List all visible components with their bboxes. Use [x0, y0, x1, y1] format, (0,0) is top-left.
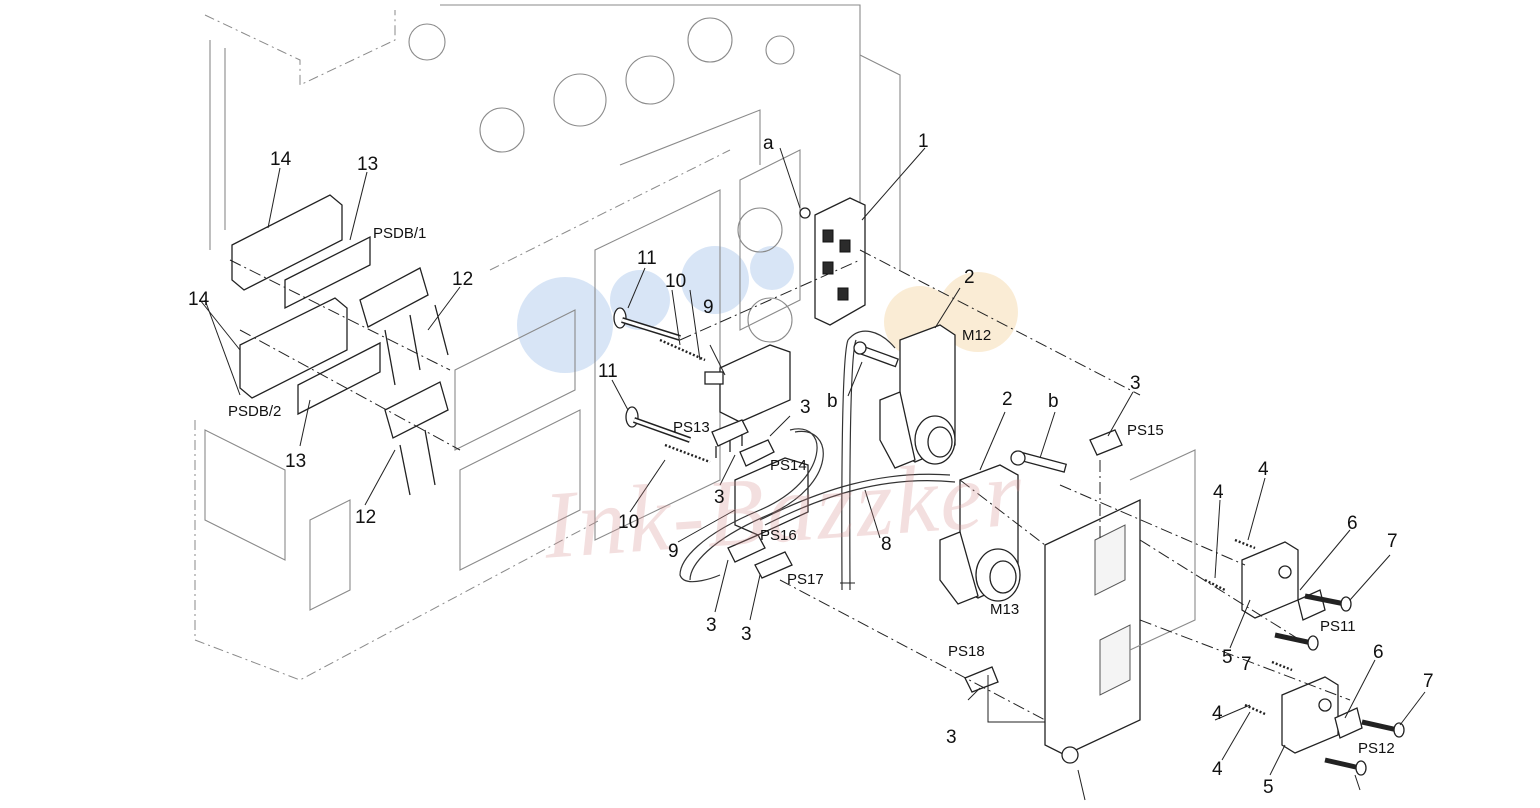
callout-psdb2: PSDB/2	[228, 403, 282, 420]
spring-4-b	[1204, 578, 1226, 592]
callout-13-bottom: 13	[285, 451, 307, 472]
sensor-ps14	[739, 439, 775, 467]
sensor-ps16	[727, 534, 766, 563]
callout-2-mid: 2	[1002, 389, 1013, 410]
callout-ps15: PS15	[1127, 422, 1164, 439]
main-frame	[194, 4, 901, 681]
callout-7-top: 7	[1387, 531, 1398, 552]
screw-b-right	[1010, 450, 1068, 473]
callout-13-top: 13	[357, 154, 379, 175]
bracket-1	[799, 197, 866, 326]
leader-lines	[199, 147, 1426, 801]
callout-3-ps15: 3	[1130, 373, 1141, 394]
callout-10-bottom: 10	[618, 512, 640, 533]
callout-4-a: 4	[1258, 459, 1269, 480]
screw-7-bottom	[1324, 757, 1367, 776]
screw-7-top	[1304, 593, 1352, 612]
callout-a: a	[763, 133, 774, 154]
callout-b-right: b	[1048, 391, 1059, 412]
callout-5-bottom: 5	[1263, 777, 1274, 798]
callout-m12: M12	[962, 327, 992, 344]
shaft-11-top	[613, 307, 681, 341]
callout-3-ps17: 3	[741, 624, 752, 645]
screw-7-mid	[1274, 632, 1319, 651]
callout-ps17: PS17	[787, 571, 824, 588]
callout-6-top: 6	[1347, 513, 1358, 534]
sensor-ps15	[1089, 429, 1123, 456]
callout-8: 8	[881, 534, 892, 555]
callout-9-bottom: 9	[668, 541, 679, 562]
callout-ps18: PS18	[948, 643, 985, 660]
callout-psdb1: PSDB/1	[373, 225, 427, 242]
callout-7-bottom: 7	[1423, 671, 1434, 692]
callout-ps11: PS11	[1320, 618, 1356, 635]
callout-6-bottom: 6	[1373, 642, 1384, 663]
spring-10-bottom	[664, 443, 711, 464]
callout-4-d: 4	[1212, 759, 1223, 780]
callout-m13: M13	[990, 601, 1020, 618]
psdb-2-board	[239, 297, 381, 416]
callout-11-bottom: 11	[598, 361, 618, 382]
screw-b-left	[853, 341, 899, 368]
callout-b-left: b	[827, 391, 838, 412]
callout-ps13: PS13	[673, 419, 710, 436]
callout-11-top: 11	[637, 248, 657, 269]
sensor-ps17	[754, 551, 793, 579]
callout-ps16: PS16	[760, 527, 797, 544]
callout-2-top: 2	[964, 267, 975, 288]
callout-3-ps14: 3	[714, 487, 725, 508]
callout-4-c: 4	[1212, 703, 1223, 724]
callout-ps12: PS12	[1358, 740, 1395, 757]
lever-9-top	[704, 344, 791, 423]
sensor-ps18	[964, 666, 999, 693]
callout-5-top: 5	[1222, 647, 1233, 668]
callout-12-bottom: 12	[355, 507, 377, 528]
callout-10-top: 10	[665, 271, 687, 292]
callout-1: 1	[918, 131, 929, 152]
callout-ps14: PS14	[770, 457, 807, 474]
wire-harness-8	[679, 330, 956, 591]
callout-4-b: 4	[1213, 482, 1224, 503]
right-side-plate	[1044, 449, 1196, 764]
holder-5-bottom	[1281, 676, 1339, 754]
flag-12-bottom	[384, 381, 449, 496]
callout-9-top: 9	[703, 297, 714, 318]
sensor-ps12	[1334, 707, 1363, 739]
spring-10-top	[659, 338, 706, 362]
callout-3-ps18: 3	[946, 727, 957, 748]
callout-14-mid: 14	[188, 289, 210, 310]
callout-3-ps16: 3	[706, 615, 717, 636]
motor-m13	[939, 464, 1021, 605]
sensor-ps13	[711, 419, 749, 458]
callout-7-mid: 7	[1241, 654, 1252, 675]
lever-9-bottom	[734, 457, 809, 536]
callout-12-top: 12	[452, 269, 474, 290]
assembly-chain-lines	[229, 249, 1351, 721]
screw-7-bottom-right	[1361, 719, 1405, 738]
sensor-ps11	[1297, 589, 1326, 621]
spring-4-a	[1234, 538, 1256, 550]
shaft-11-bottom	[625, 406, 692, 443]
motor-m12	[879, 324, 956, 469]
callout-14-top: 14	[270, 149, 292, 170]
flag-12-top	[359, 267, 449, 386]
spring-4-c	[1271, 660, 1293, 672]
psdb-1-board	[231, 194, 371, 310]
holder-5-top	[1241, 541, 1299, 619]
callout-3-ps13: 3	[800, 397, 811, 418]
